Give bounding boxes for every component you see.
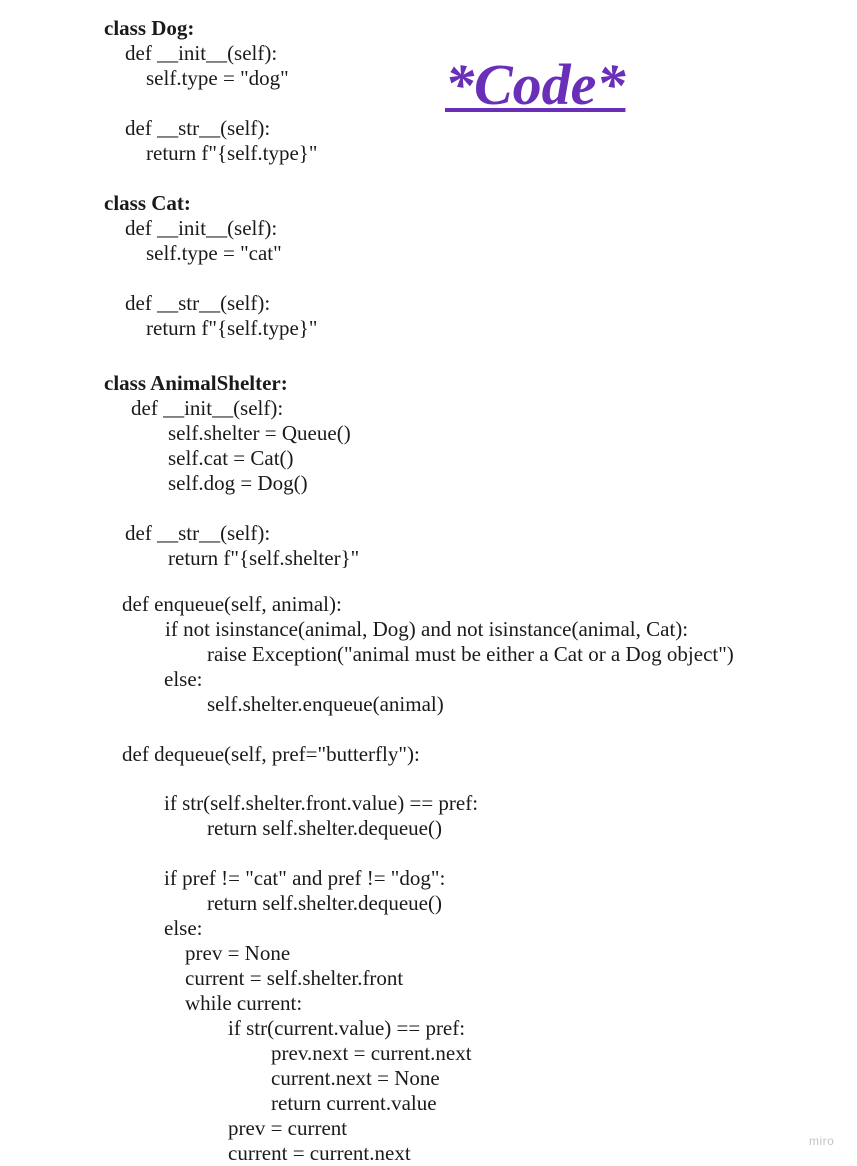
code-line: return f"{self.type}": [146, 316, 318, 340]
code-line: return self.shelter.dequeue(): [207, 891, 442, 915]
code-line: def __str__(self):: [125, 521, 271, 545]
code-line: def __str__(self):: [125, 291, 271, 315]
code-line: return current.value: [271, 1091, 437, 1115]
code-line: self.type = "dog": [146, 66, 289, 90]
code-line: self.shelter = Queue(): [168, 421, 351, 445]
code-line: self.dog = Dog(): [168, 471, 308, 495]
code-line: prev = current: [228, 1116, 348, 1140]
code-line-class-cat: class Cat:: [104, 191, 191, 215]
code-line: def dequeue(self, pref="butterfly"):: [122, 742, 420, 766]
code-line: while current:: [185, 991, 303, 1015]
code-line: return f"{self.shelter}": [168, 546, 360, 570]
code-line: if str(current.value) == pref:: [228, 1016, 466, 1040]
code-line-class-animal-shelter: class AnimalShelter:: [104, 371, 288, 395]
code-line: prev = None: [185, 941, 291, 965]
code-line: else:: [164, 916, 203, 940]
code-line: raise Exception("animal must be either a…: [207, 642, 734, 666]
code-line: current = current.next: [228, 1141, 411, 1165]
code-line: prev.next = current.next: [271, 1041, 472, 1065]
code-line: def __init__(self):: [125, 41, 278, 65]
code-line-class-dog: class Dog:: [104, 16, 195, 40]
code-line: return self.shelter.dequeue(): [207, 816, 442, 840]
code-line: def __str__(self):: [125, 116, 271, 140]
code-line: if not isinstance(animal, Dog) and not i…: [165, 617, 689, 641]
code-line: def __init__(self):: [131, 396, 284, 420]
code-line: self.shelter.enqueue(animal): [207, 692, 444, 716]
code-line: return f"{self.type}": [146, 141, 318, 165]
code-title: *Code*: [445, 52, 626, 117]
code-line: def __init__(self):: [125, 216, 278, 240]
miro-watermark: miro: [809, 1134, 835, 1148]
code-line: else:: [164, 667, 203, 691]
code-line: if pref != "cat" and pref != "dog":: [164, 866, 446, 890]
code-line: self.type = "cat": [146, 241, 282, 265]
code-line: self.cat = Cat(): [168, 446, 294, 470]
code-line: current = self.shelter.front: [185, 966, 404, 990]
code-line: def enqueue(self, animal):: [122, 592, 342, 616]
code-line: current.next = None: [271, 1066, 440, 1090]
code-line: if str(self.shelter.front.value) == pref…: [164, 791, 479, 815]
